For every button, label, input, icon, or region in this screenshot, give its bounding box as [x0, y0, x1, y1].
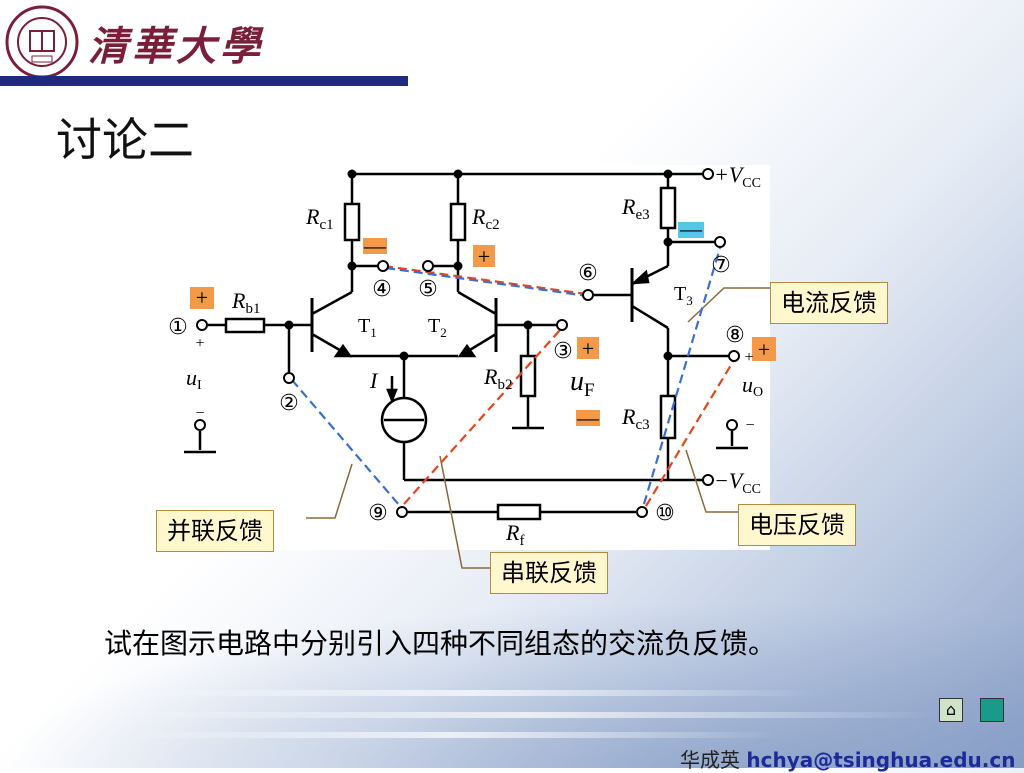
background-streak — [120, 690, 820, 696]
header-bar — [0, 76, 408, 86]
label-uo: uO — [742, 372, 763, 400]
polarity-sign: — — [363, 233, 387, 258]
label-vcc-pos: +VCC — [714, 162, 761, 191]
background-streak — [120, 732, 780, 738]
author-email[interactable]: hchya@tsinghua.edu.cn — [746, 748, 1016, 772]
label-t1: T1 — [358, 315, 377, 340]
node-4: ④ — [372, 277, 392, 302]
label-ui: uI — [186, 365, 202, 393]
label-rb1: Rb1 — [231, 288, 260, 317]
polarity-sign: + — [196, 285, 208, 310]
label-rc3: Rc3 — [621, 404, 650, 433]
author-name: 华成英 — [680, 748, 740, 772]
polarity-sign: − — [195, 405, 204, 422]
voltage-feedback-path — [645, 359, 735, 507]
current-feedback-label: 电流反馈 — [770, 282, 888, 324]
label-t3: T3 — [674, 283, 693, 308]
polarity-sign: — — [679, 216, 703, 241]
node-7: ⑦ — [711, 253, 731, 278]
polarity-sign: + — [758, 337, 770, 362]
label-rc2: Rc2 — [471, 204, 500, 233]
node-8: ⑧ — [725, 323, 745, 348]
question-text: 试在图示电路中分别引入四种不同组态的交流负反馈。 — [104, 627, 777, 660]
polarity-sign: − — [745, 417, 754, 434]
background-swoosh — [0, 600, 1024, 768]
background-streak — [120, 712, 940, 718]
label-re3: Re3 — [621, 194, 650, 223]
voltage-feedback-label: 电压反馈 — [738, 504, 856, 546]
polarity-sign: + — [195, 335, 204, 352]
label-rc1: Rc1 — [305, 204, 334, 233]
polarity-sign: — — [576, 405, 600, 430]
parallel-feedback-label: 并联反馈 — [156, 510, 274, 552]
node-1: ① — [168, 315, 188, 340]
series-feedback-label: 串联反馈 — [490, 552, 608, 594]
home-icon[interactable]: ⌂ — [939, 698, 963, 722]
label-t2: T2 — [428, 315, 447, 340]
series-feedback-path — [403, 329, 561, 505]
slide-title: 讨论二 — [56, 113, 194, 167]
polarity-sign: + — [582, 336, 594, 361]
next-icon[interactable] — [980, 698, 1004, 722]
label-current-source: I — [369, 368, 379, 393]
node-9: ⑨ — [368, 501, 388, 526]
polarity-markers — [190, 222, 776, 426]
polarity-sign: + — [478, 244, 490, 269]
school-name: 清華大學 — [88, 23, 264, 70]
footer: 华成英 hchya@tsinghua.edu.cn — [680, 744, 1015, 773]
node-10: ⑩ — [655, 501, 675, 526]
label-uf: uF — [570, 366, 595, 401]
current-feedback-path — [642, 247, 722, 505]
node-3: ③ — [553, 339, 573, 364]
label-vcc-neg: −VCC — [714, 468, 761, 497]
node-6: ⑥ — [578, 261, 598, 286]
label-rf: Rf — [505, 520, 524, 549]
polarity-sign: + — [744, 349, 753, 366]
label-rb2: Rb2 — [483, 364, 512, 393]
node-2: ② — [279, 391, 299, 416]
node-5: ⑤ — [418, 277, 438, 302]
